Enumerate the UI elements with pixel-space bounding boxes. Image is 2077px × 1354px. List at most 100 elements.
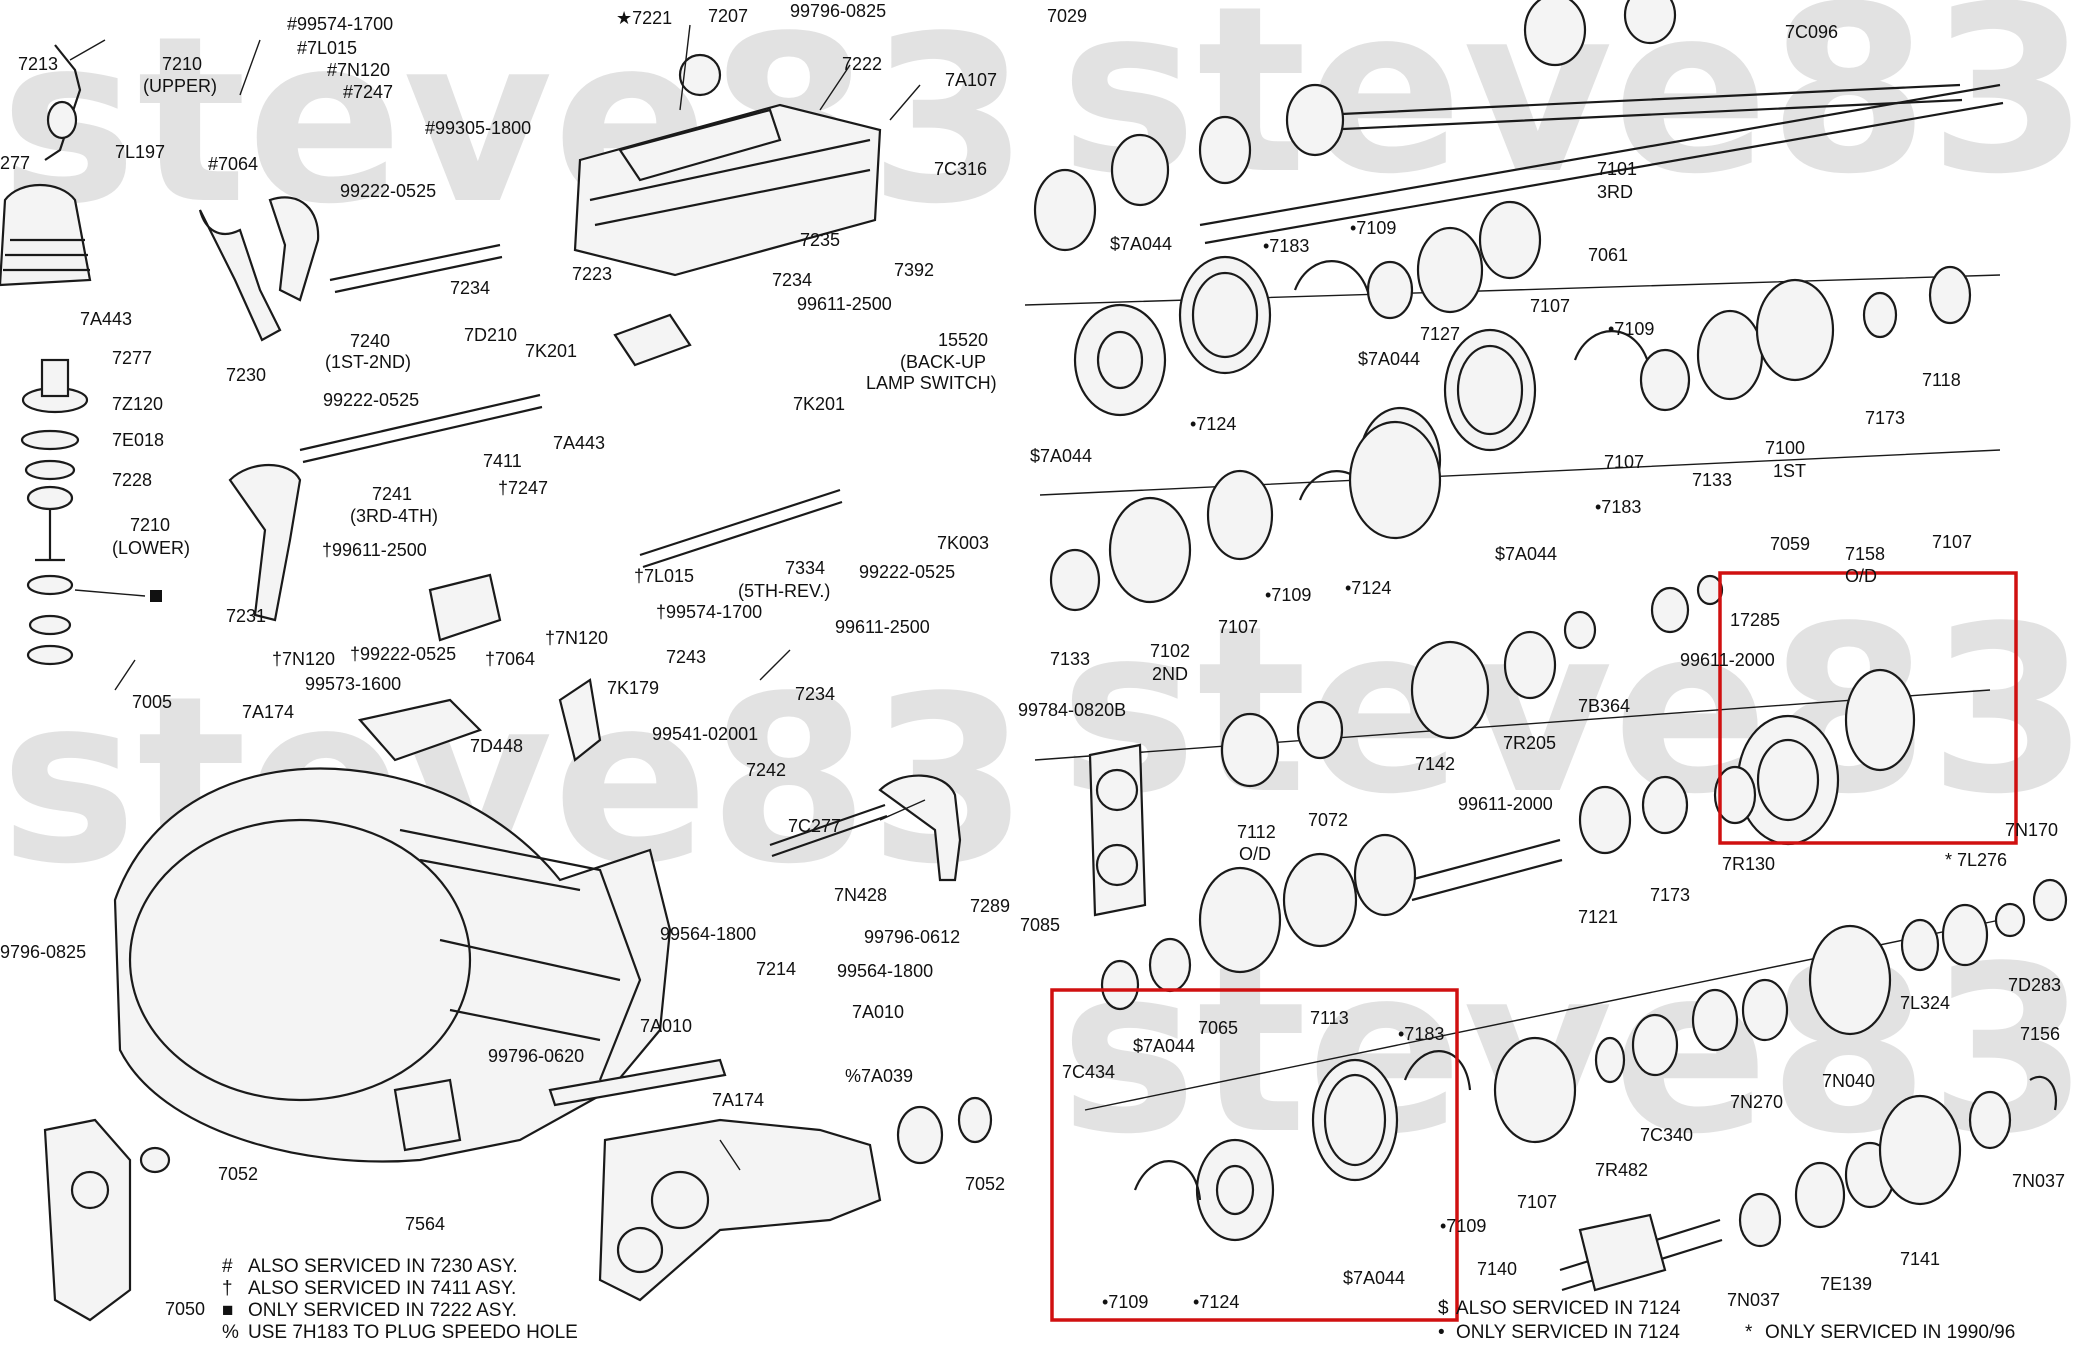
part-label: 7A443 <box>553 433 605 453</box>
part-label: 7100 <box>1765 438 1805 458</box>
part-label: 7142 <box>1415 754 1455 774</box>
part-label: 7223 <box>572 264 612 284</box>
spacer-7173 <box>1641 775 1689 835</box>
part-label: 7061 <box>1588 245 1628 265</box>
legend-symbol: % <box>222 1322 239 1343</box>
part-label: 7234 <box>450 278 490 298</box>
part-label: 7107 <box>1530 296 1570 316</box>
washer <box>26 644 74 666</box>
retainer-bore <box>70 1170 110 1210</box>
part-label: 7C434 <box>1062 1062 1115 1082</box>
legend-symbol: • <box>1438 1322 1445 1343</box>
sync-hub-7124 <box>1348 420 1442 540</box>
blocker-ring-7107 <box>1416 226 1484 314</box>
part-label: •7183 <box>1398 1024 1444 1044</box>
part-label: 7207 <box>708 6 748 26</box>
part-label: 7K201 <box>525 341 577 361</box>
ring-gear-inner <box>1456 344 1524 436</box>
blocker-ring-7107 <box>1844 668 1916 772</box>
part-label: †7L015 <box>634 566 694 586</box>
sleeve-inner <box>1323 1073 1387 1167</box>
part-label: 7072 <box>1308 810 1348 830</box>
part-label: 7113 <box>1310 1008 1349 1028</box>
part-label: 7158 <box>1845 544 1885 564</box>
retainer-bore <box>1095 843 1139 887</box>
part-label: (UPPER) <box>143 76 217 96</box>
bushing <box>26 485 74 511</box>
part-label: 99796-0612 <box>864 927 960 947</box>
part-label: #7L015 <box>297 38 357 58</box>
legend-text: ALSO SERVICED IN 7230 ASY. <box>248 1256 518 1277</box>
shift-rail-7242 <box>769 803 888 858</box>
part-label: 99796-0620 <box>488 1046 584 1066</box>
transmission-case-7005 <box>113 767 672 1163</box>
part-label: 99796-0825 <box>790 1 886 21</box>
right-labels: 7029 7C096 7101 3RD 7061 $7A044 •7183 •7… <box>1018 6 2065 1312</box>
case-ribs <box>419 858 621 1042</box>
part-label: LAMP SWITCH) <box>866 373 997 393</box>
part-label: 7127 <box>1420 324 1460 344</box>
part-label: 7121 <box>1578 907 1618 927</box>
part-label: #7247 <box>343 82 393 102</box>
part-label: 7N037 <box>2012 1171 2065 1191</box>
part-label: 99564-1800 <box>837 961 933 981</box>
part-label: 7107 <box>1517 1192 1557 1212</box>
synchronizer-sleeve-7183 <box>1311 1058 1399 1182</box>
part-label: •7109 <box>1102 1292 1148 1312</box>
part-label: 7C340 <box>1640 1125 1693 1145</box>
part-label: 7029 <box>1047 6 1087 26</box>
part-label: #7064 <box>208 154 258 174</box>
legend-symbol: $ <box>1438 1298 1449 1319</box>
shift-boot-ribs <box>3 238 90 272</box>
washer-7L276 <box>1994 902 2026 938</box>
part-label: 7R205 <box>1503 733 1556 753</box>
highlight-box-sync-assembly <box>1050 988 1459 1322</box>
part-label: •7109 <box>1608 319 1654 339</box>
part-label: O/D <box>1845 566 1877 586</box>
part-label: 99222-0525 <box>323 390 419 410</box>
bearing-7C340 <box>1631 1013 1679 1077</box>
part-label: 3RD <box>1597 182 1633 202</box>
part-label: 99222-0525 <box>859 562 955 582</box>
ring-7C434 <box>1100 959 1140 1011</box>
part-label: 7102 <box>1150 641 1190 661</box>
needle-bearing-7N270 <box>1741 978 1789 1042</box>
part-label: 7A174 <box>712 1090 764 1110</box>
part-label: •7124 <box>1345 578 1391 598</box>
part-label: 7133 <box>1692 470 1732 490</box>
shift-fork-1st2nd <box>268 196 320 302</box>
right-assembly <box>1024 0 2068 1292</box>
part-label: $7A044 <box>1133 1036 1195 1056</box>
needle-bearing-7133 <box>1639 348 1691 412</box>
bearing-7R205 <box>1503 630 1557 700</box>
part-label: 7230 <box>226 365 266 385</box>
mount-body <box>40 358 70 398</box>
part-label: * 7L276 <box>1945 850 2007 870</box>
part-label: $7A044 <box>1358 349 1420 369</box>
part-label: 7101 <box>1597 159 1637 179</box>
bearing-7E139 <box>1794 1161 1846 1229</box>
part-label: O/D <box>1239 844 1271 864</box>
interlock-7411 <box>428 573 502 642</box>
sleeve-inner <box>1191 271 1259 359</box>
part-label: 99611-2500 <box>835 617 930 637</box>
bearing-7065 <box>1148 937 1192 993</box>
part-label: (1ST-2ND) <box>325 352 411 372</box>
part-label: 7A443 <box>80 309 132 329</box>
legend-text: ALSO SERVICED IN 7124 <box>1456 1298 1681 1319</box>
legend-left: # ALSO SERVICED IN 7230 ASY. † ALSO SERV… <box>222 1256 578 1343</box>
ring-7059 <box>1696 574 1724 606</box>
part-label: 7R130 <box>1722 854 1775 874</box>
lower-lever <box>35 510 65 562</box>
part-label: 7E139 <box>1820 1274 1872 1294</box>
top-cover-7222 <box>573 103 882 277</box>
bearing-7072 <box>1296 700 1344 760</box>
bell-opening <box>128 818 472 1102</box>
part-label: (LOWER) <box>112 538 190 558</box>
part-label: 15520 <box>938 330 988 350</box>
part-label: 7411 <box>483 451 522 471</box>
cluster-gear <box>1198 866 1282 974</box>
sync-gear <box>1073 303 1167 417</box>
part-label: 7005 <box>132 692 172 712</box>
